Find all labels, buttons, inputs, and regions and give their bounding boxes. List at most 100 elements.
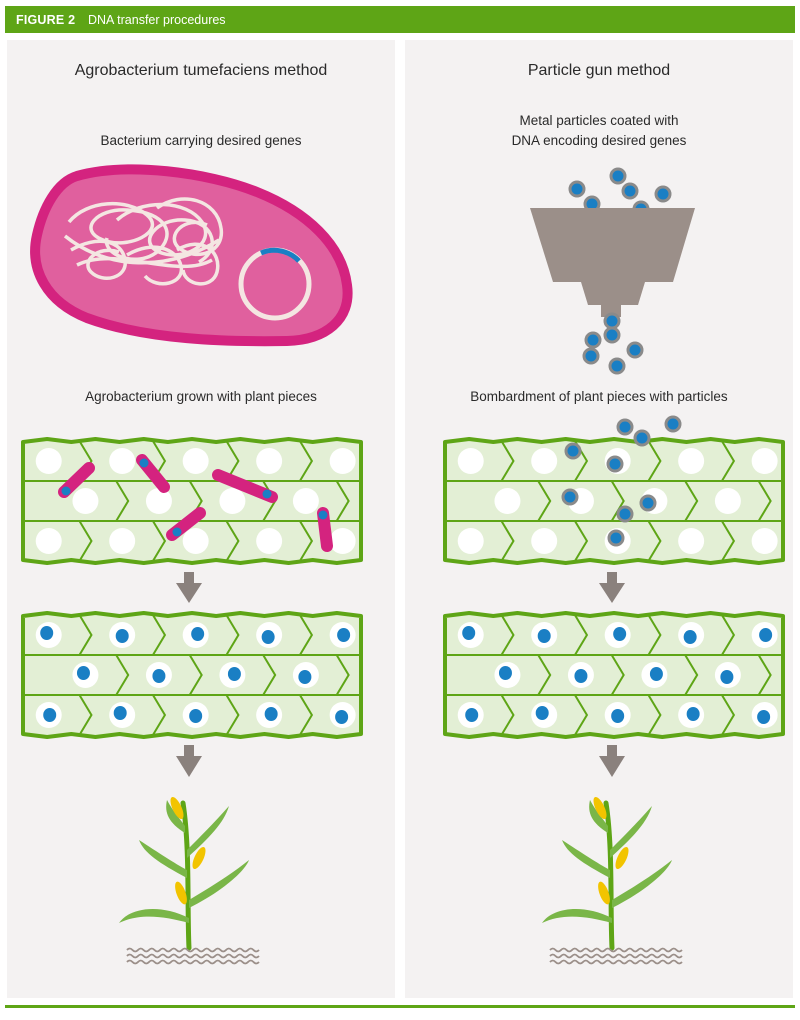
transgenic-corn-plant-icon [542, 796, 683, 965]
particles-label-line1: Metal particles coated with [519, 113, 679, 128]
plant-cell [531, 622, 558, 648]
coated-particles [568, 167, 672, 218]
transformed-nucleus [152, 669, 166, 683]
down-arrow-icon [599, 745, 625, 777]
plant-cell [604, 702, 631, 728]
transformed-nucleus [191, 627, 205, 641]
plant-cell [751, 622, 778, 648]
cell-walls [23, 614, 361, 736]
plant-cell [35, 528, 62, 554]
corn-ear-icon [170, 796, 184, 820]
plant-cell [494, 488, 521, 514]
down-arrow-icon [176, 745, 202, 777]
agrobacterium-method-title: Agrobacterium tumefaciens method [74, 62, 328, 79]
particle-gun-method-title: Particle gun method [527, 62, 671, 79]
transformed-nucleus [574, 669, 588, 683]
transformed-nucleus [261, 630, 275, 644]
leaf [542, 908, 612, 923]
cell-walls [445, 614, 783, 736]
plant-cell [641, 662, 668, 688]
plant-cell [329, 448, 356, 474]
bombardment-label: Bombardment of plant pieces with particl… [470, 389, 728, 404]
transformed-nucleus [40, 626, 54, 640]
transformed-nucleus [535, 706, 549, 720]
transformed-nucleus [43, 708, 57, 722]
plant-cell [457, 448, 484, 474]
transformed-plant-tissue [443, 611, 785, 739]
plant-cell [256, 702, 283, 728]
agrobacterium-illustration [21, 164, 363, 965]
plant-cell [182, 702, 209, 728]
particle-icon [616, 418, 634, 436]
plant-cell [751, 702, 778, 728]
plasmid-gene-segment [260, 247, 301, 263]
bacterium-rod [166, 507, 206, 541]
transgenic-corn-plant-icon [119, 796, 260, 965]
transformed-nucleus [227, 667, 241, 681]
corn-ear-icon [593, 796, 607, 820]
plant-cell [457, 622, 484, 648]
particle-icon [616, 505, 634, 523]
plant-cell [678, 448, 705, 474]
transformed-nucleus [335, 710, 349, 724]
bacterium-rod [58, 462, 95, 498]
bacterium-label: Bacterium carrying desired genes [100, 133, 302, 148]
particle-icon [654, 185, 672, 203]
transformed-nucleus [498, 666, 512, 680]
transformed-nucleus [462, 626, 476, 640]
plant-cell [72, 662, 99, 688]
figure-label: FIGURE 2 [16, 13, 76, 27]
transformed-nucleus [611, 709, 625, 723]
plant-cell [567, 662, 594, 688]
plant-cell [35, 702, 62, 728]
plant-cell [714, 488, 741, 514]
particle-icon [609, 167, 627, 185]
particle-icon [608, 357, 626, 375]
particle-icon [564, 442, 582, 460]
plant-cell [109, 448, 136, 474]
particles-in-tissue [561, 415, 682, 547]
plant-cell [457, 702, 484, 728]
particle-gun-icon [530, 208, 695, 317]
particles-label-line2: DNA encoding desired genes [511, 133, 687, 148]
plant-cell [604, 622, 631, 648]
plant-cell [219, 662, 246, 688]
plant-cell [145, 488, 172, 514]
transformed-nucleus [686, 707, 700, 721]
particle-icon [603, 326, 621, 344]
plant-cell [714, 662, 741, 688]
particle-icon [561, 488, 579, 506]
soil-line [126, 953, 260, 959]
particle-icon [621, 182, 639, 200]
transformed-nucleus [264, 707, 278, 721]
transformed-nucleus [537, 629, 551, 643]
fired-particles [582, 312, 644, 375]
plant-cell [182, 528, 209, 554]
particle-icon [582, 347, 600, 365]
plant-cell [219, 488, 246, 514]
soil-line [126, 947, 260, 953]
plant-stalk [180, 800, 192, 951]
down-arrow-icon [176, 572, 202, 603]
particle-icon [633, 429, 651, 447]
soil-line [126, 959, 260, 965]
plant-cell [72, 488, 99, 514]
plant-cell [678, 622, 705, 648]
transformed-nucleus [720, 670, 734, 684]
down-arrow-icon [599, 572, 625, 603]
corn-ear-icon [598, 881, 610, 905]
figure-header: FIGURE 2 DNA transfer procedures [5, 6, 795, 33]
transformed-nucleus [113, 706, 127, 720]
transformed-nucleus [337, 628, 351, 642]
bacteria-on-tissue [58, 454, 333, 552]
figure-title: DNA transfer procedures [88, 13, 226, 27]
plant-cell [531, 702, 558, 728]
plant-cell [531, 448, 558, 474]
soil-line [549, 959, 683, 965]
plant-cell [109, 702, 136, 728]
leaf [166, 800, 185, 833]
transformed-nucleus [115, 629, 129, 643]
plant-cell [182, 448, 209, 474]
leaf [562, 840, 610, 878]
plant-cell [678, 702, 705, 728]
